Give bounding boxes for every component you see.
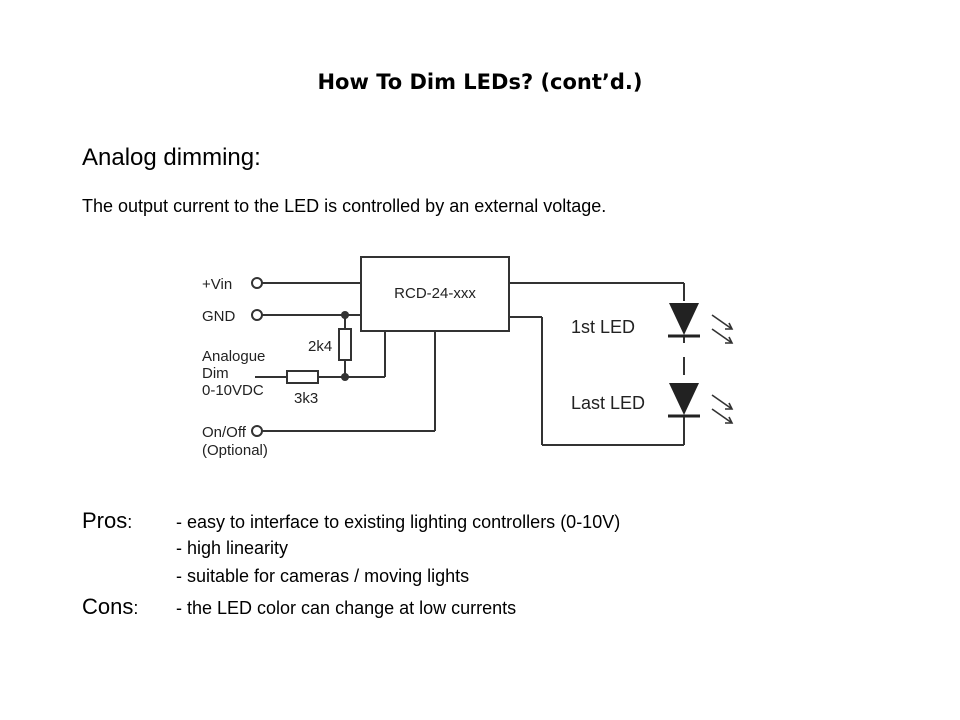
module-label: RCD-24-xxx (394, 285, 476, 302)
pros-item: - easy to interface to existing lighting… (176, 512, 621, 532)
resistor-2k4-label: 2k4 (308, 338, 332, 355)
junction-dot (341, 373, 349, 381)
gnd-terminal (251, 309, 263, 321)
resistor-2k4 (338, 328, 352, 361)
last-led-label: Last LED (571, 393, 645, 413)
first-led-symbol (668, 303, 734, 344)
description-text: The output current to the LED is control… (82, 196, 607, 216)
section-heading: Analog dimming: (82, 144, 261, 171)
pros-label: Pros: (82, 508, 133, 533)
cons-item: - the LED color can change at low curren… (176, 598, 517, 618)
onoff-label-line2: (Optional) (202, 442, 268, 459)
resistor-3k3-label: 3k3 (294, 390, 318, 407)
first-led-label: 1st LED (571, 317, 635, 337)
pros-row-1: Pros: - easy to interface to existing lig… (82, 508, 620, 534)
vin-label: +Vin (202, 276, 232, 293)
vin-terminal (251, 277, 263, 289)
dim-label-line2: Dim (202, 365, 229, 382)
resistor-3k3 (286, 370, 319, 384)
pros-row-3: - suitable for cameras / moving lights (82, 566, 469, 587)
dim-label-line3: 0-10VDC (202, 382, 264, 399)
rcd-module-box (360, 256, 510, 332)
cons-label: Cons: (82, 594, 139, 619)
onoff-terminal (251, 425, 263, 437)
pros-item: - suitable for cameras / moving lights (176, 566, 470, 586)
pros-row-2: - high linearity (82, 538, 288, 559)
dim-label-line1: Analogue (202, 348, 265, 365)
last-led-symbol (668, 383, 734, 424)
slide-title: How To Dim LEDs? (cont’d.) (317, 70, 643, 94)
gnd-label: GND (202, 308, 236, 325)
cons-row-1: Cons: - the LED color can change at low c… (82, 594, 516, 620)
junction-dot (341, 311, 349, 319)
circuit-diagram: RCD-24-xxx +Vin GND Analogue Dim 0-10VDC… (202, 256, 734, 459)
pros-item: - high linearity (176, 538, 289, 558)
onoff-label-line1: On/Off (202, 424, 247, 441)
